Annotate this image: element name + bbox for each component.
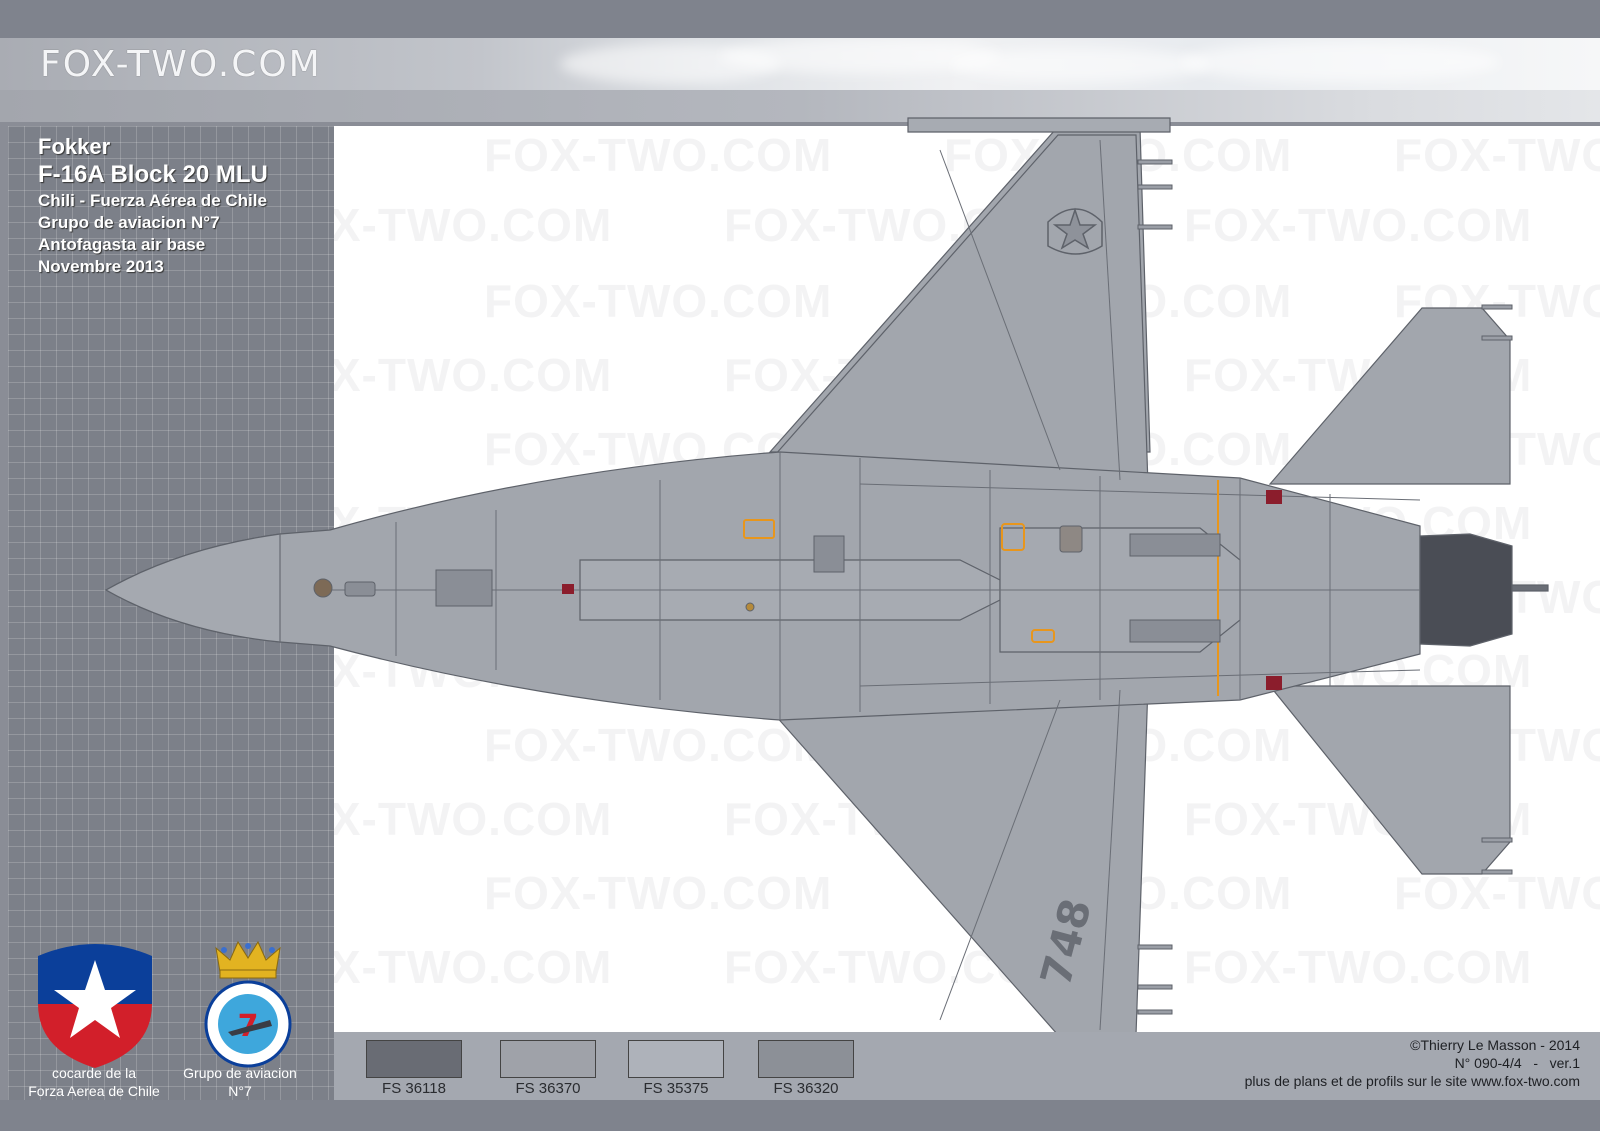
swatch-label: FS 36370	[515, 1080, 581, 1097]
watermark: FOX-TWO.COM	[484, 129, 833, 181]
watermark: FOX-TWO.COM	[1394, 867, 1600, 919]
grupo-7-badge-icon: 7	[204, 940, 292, 1068]
watermark: FOX-TWO.COM	[484, 719, 833, 771]
credit-ref: N° 090-4/4 - ver.1	[1454, 1055, 1580, 1071]
lower-wing	[773, 684, 1149, 1036]
credit-author: ©Thierry Le Masson - 2014	[1410, 1037, 1580, 1053]
swatch-label: FS 36118	[382, 1080, 446, 1097]
date: Novembre 2013	[38, 257, 164, 276]
credit-site[interactable]: plus de plans et de profils sur le site …	[1244, 1073, 1580, 1089]
top-bar	[0, 0, 1600, 38]
watermark: FOX-TWO.COM	[484, 275, 833, 327]
watermark: FOX-TWO.COM	[1184, 199, 1533, 251]
watermark: FOX-TWO.COM	[484, 867, 833, 919]
operator: Chili - Fuerza Aérea de Chile	[38, 191, 267, 210]
swatch-fs35375	[628, 1040, 724, 1078]
watermark: FOX-TWO.COM	[1394, 129, 1600, 181]
aircraft-info: Fokker F-16A Block 20 MLU Chili - Fuerza…	[38, 134, 268, 278]
cockade-caption-text: cocarde de la Forza Aerea de Chile	[28, 1065, 160, 1099]
watermark: FOX-TWO.COM	[334, 199, 613, 251]
watermark: FOX-TWO.COM	[334, 793, 613, 845]
unit: Grupo de aviacion N°7	[38, 213, 220, 232]
model: F-16A Block 20 MLU	[38, 161, 268, 188]
manufacturer: Fokker	[38, 134, 111, 159]
credit-block: ©Thierry Le Masson - 2014 N° 090-4/4 - v…	[1245, 1036, 1580, 1090]
grupo-caption-text: Grupo de aviacion N°7	[183, 1065, 297, 1099]
upper-stabilizer	[1268, 307, 1511, 485]
watermark: FOX-TWO.COM	[1184, 941, 1533, 993]
engine-nozzle	[1419, 533, 1513, 647]
bottom-bar	[0, 1100, 1600, 1131]
lower-stabilizer	[1268, 685, 1511, 875]
header-banner	[0, 38, 1600, 90]
watermark: FOX-TWO.COM	[334, 941, 613, 993]
swatch-label: FS 36320	[773, 1080, 839, 1097]
swatch-fs36118	[366, 1040, 462, 1078]
swatch-fs36370	[500, 1040, 596, 1078]
swatch-label: FS 35375	[643, 1080, 709, 1097]
swatch-fs36320	[758, 1040, 854, 1078]
chile-cockade-icon	[38, 944, 152, 1068]
cockade-caption: cocarde de la Forza Aerea de Chile	[24, 1064, 164, 1100]
grupo-caption: Grupo de aviacion N°7	[170, 1064, 310, 1100]
header-band	[0, 90, 1600, 122]
watermark: FOX-TWO.COM	[334, 349, 613, 401]
wing-star-icon	[1047, 207, 1103, 255]
site-logo[interactable]: FOX-TWO.COM	[40, 44, 322, 85]
base: Antofagasta air base	[38, 235, 206, 254]
